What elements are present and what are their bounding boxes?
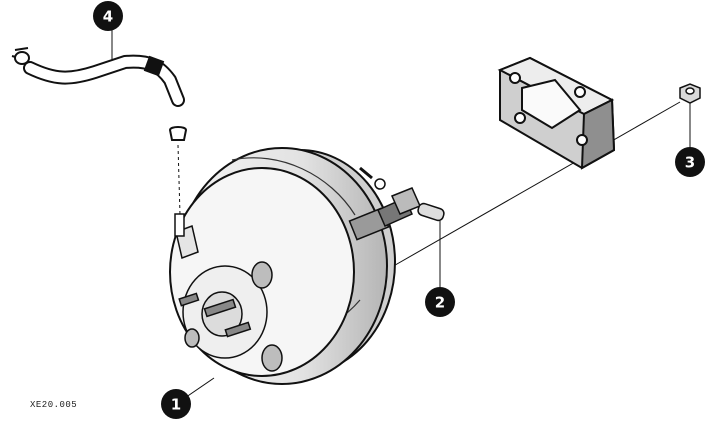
callout-label: 4: [103, 8, 113, 26]
mount-hole: [251, 261, 273, 289]
leader-hose-to-valve: [177, 144, 181, 216]
callout-label: 3: [685, 154, 695, 172]
spacer-hole: [574, 86, 586, 98]
pushrod-stud: [203, 298, 237, 318]
vacuum-hose: [11, 47, 188, 141]
mount-hole: [184, 328, 200, 348]
spacer-plate: [497, 56, 616, 170]
retaining-clip: [359, 166, 373, 180]
callout-4: 4: [93, 1, 123, 31]
mounting-nut: [679, 83, 701, 104]
mount-stud: [224, 321, 252, 338]
washer: [374, 178, 386, 190]
hose-clamp-band: [143, 55, 165, 77]
figure-reference-code: XE20.005: [30, 400, 78, 410]
mount-stud: [178, 292, 200, 307]
spacer-hole: [509, 72, 521, 84]
clevis-pin: [417, 202, 445, 222]
hose-clip: [168, 126, 188, 141]
brake-booster-body: [169, 147, 396, 385]
callout-3: 3: [675, 147, 705, 177]
callout-2: 2: [425, 287, 455, 317]
mount-hole: [261, 344, 283, 372]
assembly-center-line: [389, 101, 681, 269]
spacer-hole: [576, 134, 588, 146]
pushrod-clevis-assembly: [348, 166, 445, 241]
spacer-hole: [514, 112, 526, 124]
callout-label: 2: [435, 294, 445, 312]
callout-label: 1: [171, 396, 181, 414]
check-valve-nipple: [174, 213, 185, 237]
callout-1: 1: [161, 389, 191, 419]
